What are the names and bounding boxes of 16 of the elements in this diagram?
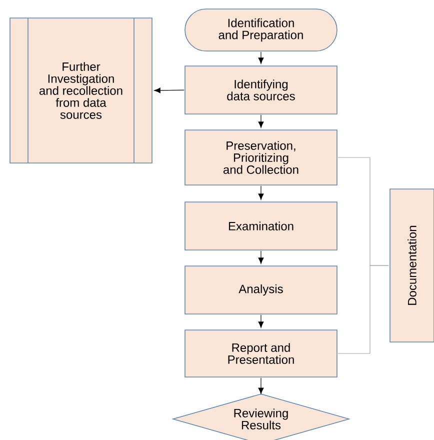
arrow (258, 186, 264, 200)
arrow (258, 250, 264, 264)
side-box: Documentation (390, 188, 434, 342)
arrow (258, 378, 264, 394)
start-terminal: Identification and Preparation (184, 8, 338, 52)
process-box: Preservation, Prioritizing and Collection (184, 130, 338, 186)
arrow (258, 114, 264, 128)
process-box: Identifying data sources (184, 66, 338, 114)
process-box: Report and Presentation (184, 330, 338, 378)
process-box: Analysis (184, 266, 338, 314)
connector-line (338, 265, 389, 354)
arrow (154, 88, 184, 94)
arrow (258, 52, 264, 64)
process-box: Examination (184, 202, 338, 250)
arrow (258, 314, 264, 328)
predefined-process-box: Further Investigation and recollection from data sources (10, 18, 152, 164)
